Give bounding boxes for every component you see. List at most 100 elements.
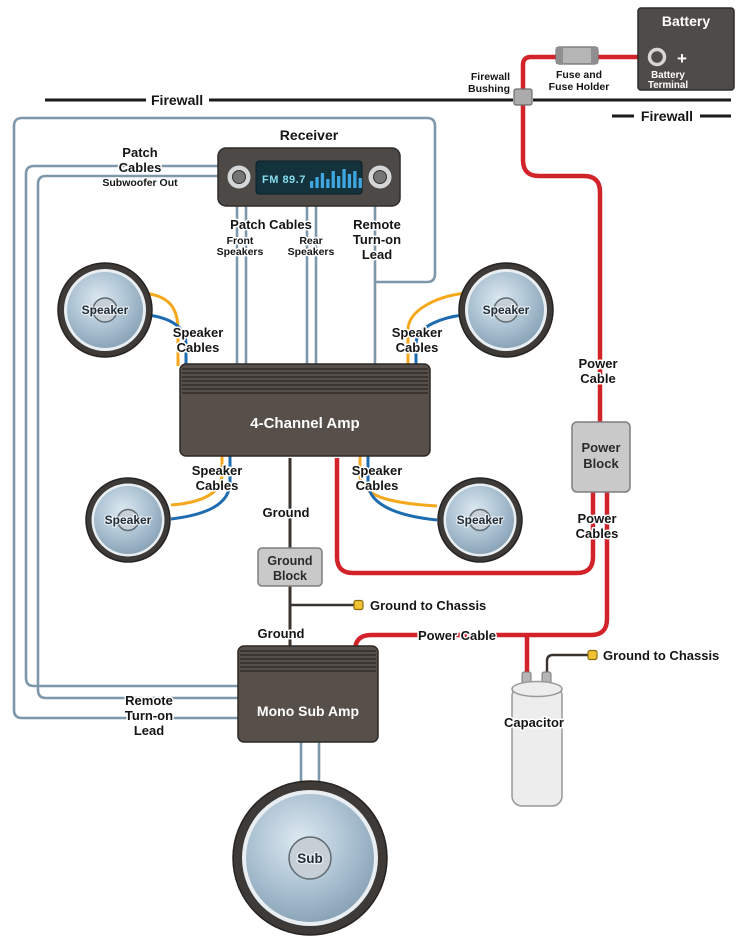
mono-sub-amp [237,645,379,743]
firewall [45,98,731,118]
label-fuse-2: Fuse Holder [549,81,610,93]
fuse-cap-left [556,47,563,64]
receiver [217,147,401,207]
power-wires [334,54,652,684]
ring-terminal-icon [587,649,598,661]
speaker-rear-right [437,477,523,563]
label-power-block-2: Block [583,456,619,471]
signal-wires [12,116,437,785]
label-ground-block-1: Ground [267,554,312,568]
volume-knob-center [232,170,246,184]
four-channel-amp [179,363,431,457]
label-capacitor: Capacitor [504,715,564,730]
label-speaker-cables-tr-2: Cables [396,340,439,355]
label-speaker-cables-ml-2: Cables [196,478,239,493]
label-speaker-cables-ml-1: Speaker [192,463,243,478]
subwoofer [232,780,388,936]
label-battery-terminal-1: Battery [651,70,685,81]
label-mono-sub-amp: Mono Sub Amp [257,703,359,719]
label-speaker-cables-mr-1: Speaker [352,463,403,478]
label-firewall-left: Firewall [151,92,203,108]
speaker-wire-tl-yellow [141,291,180,366]
eq-bars-icon [310,169,362,188]
label-receiver: Receiver [280,127,339,143]
label-firewall-bushing-1: Firewall [471,71,510,83]
label-power-cables-2: Cables [576,526,619,541]
label-remote-top-3: Lead [362,247,392,262]
label-front-2: Speakers [217,246,264,258]
label-sub: Sub [297,851,323,866]
label-ground-bottom: Ground [258,626,305,641]
ring-terminal-icon [353,599,364,611]
battery-box [637,7,735,91]
subamp-body [237,645,379,743]
power-cable-power-block-to-amp4 [334,458,596,576]
label-power-cable-2: Cable [580,371,615,386]
power-cable-power-block-to-subamp [352,490,610,652]
label-remote-bottom-2: Turn-on [125,708,173,723]
label-front-1: Front [227,235,254,247]
receiver-display-text: FM 89.7 [262,174,306,186]
label-patch-cables: Patch Cables [230,217,312,232]
label-power-cables-1: Power [577,511,616,526]
label-remote-top-1: Remote [353,217,401,232]
label-4-channel-amp: 4-Channel Amp [250,415,359,432]
tuner-knob-center [373,170,387,184]
speaker-wire-mr-blue [366,456,438,522]
ground-block [257,547,323,587]
label-rear-1: Rear [299,235,322,247]
firewall-bushing [513,88,533,106]
label-battery: Battery [662,13,710,29]
label-battery-terminal-2: Terminal [648,80,688,91]
label-speaker-rear-left: Speaker [105,513,152,527]
label-firewall-bushing-2: Bushing [468,83,510,95]
label-ground-to-chassis-2: Ground to Chassis [603,648,719,663]
fuse-cap-right [591,47,598,64]
battery-plus-icon: + [677,49,687,68]
label-remote-bottom-3: Lead [134,723,164,738]
label-speaker-front-left: Speaker [82,303,129,317]
label-firewall-right: Firewall [641,108,693,124]
speaker-wire-ml-blue [170,456,232,521]
speaker-front-right [458,262,554,358]
speaker-wire-tl-blue [146,313,188,366]
capacitor-body [511,685,563,807]
label-rear-2: Speakers [288,246,335,258]
capacitor-top [511,680,563,698]
power-block [571,421,631,493]
ground-wires [288,458,598,676]
speaker-wire-tr-blue [414,313,464,366]
label-speaker-cables-tl-1: Speaker [173,325,224,340]
speaker-rear-left [85,477,171,563]
label-ground-to-chassis-1: Ground to Chassis [370,598,486,613]
label-power-cable-mid: Power Cable [418,628,496,643]
label-speaker-cables-mr-2: Cables [356,478,399,493]
label-ground-block-2: Block [273,569,307,583]
amp4-heatsink-fins [182,368,428,394]
chassis-ring-terminal-2 [587,649,598,661]
speaker-wire-mr-yellow [358,456,438,508]
fuse-holder [555,46,599,65]
speaker-wire-tr-yellow [406,291,469,366]
labels: Firewall Firewall Firewall Bushing Fuse … [80,13,720,867]
speaker-wires [141,291,469,522]
label-fuse-1: Fuse and [556,69,602,81]
label-patch-sub-1: Patch [122,145,157,160]
label-remote-top-2: Turn-on [353,232,401,247]
battery [637,7,735,91]
capacitor [511,671,563,807]
label-speaker-front-right: Speaker [483,303,530,317]
chassis-ring-terminal-1 [353,599,364,611]
label-power-block-1: Power [581,440,620,455]
label-speaker-cables-tl-2: Cables [177,340,220,355]
label-subwoofer-out: Subwoofer Out [102,177,178,189]
patch-cable-subwoofer-2 [36,174,239,700]
ground-wire-capacitor-to-chassis [545,653,588,676]
label-speaker-cables-tr-1: Speaker [392,325,443,340]
speaker-front-left [57,262,153,358]
remote-turnon-lead-long-run [12,116,437,720]
patch-cable-subwoofer-1 [24,164,239,688]
label-power-cable-1: Power [578,356,617,371]
